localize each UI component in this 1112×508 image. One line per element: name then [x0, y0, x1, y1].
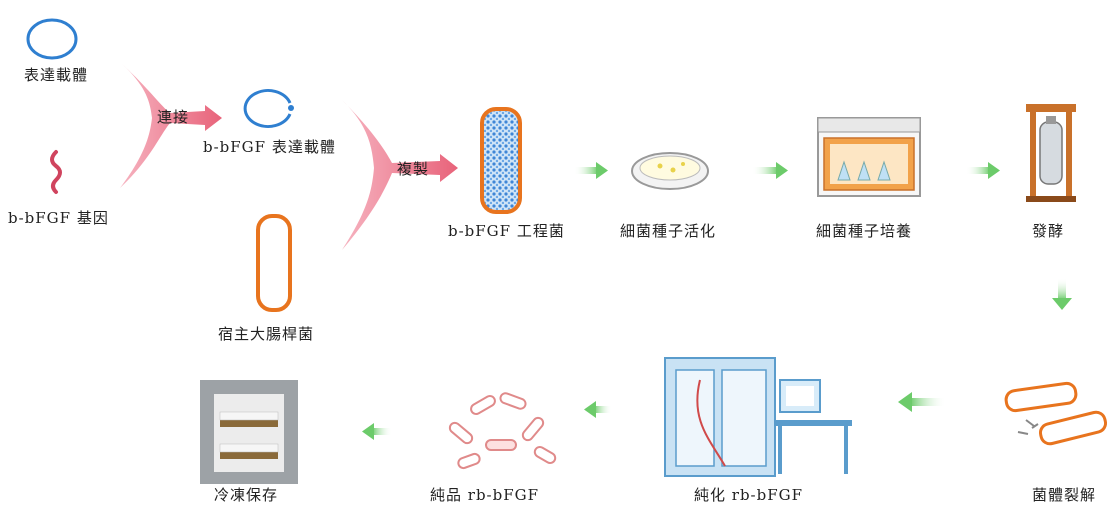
- engineered-strain-bacterium: [480, 107, 522, 214]
- freezer-icon: [200, 380, 298, 484]
- host-label: 宿主大腸桿菌: [218, 325, 315, 343]
- lysis-label: 菌體裂解: [1032, 486, 1097, 504]
- flow-arrow: [584, 401, 612, 418]
- flow-arrow: [362, 423, 392, 440]
- pure-product-molecules-icon: [448, 392, 557, 470]
- cryostorage-label: 冷凍保存: [214, 486, 279, 504]
- incubator-icon: [817, 117, 921, 197]
- flow-arrow: [574, 162, 608, 179]
- engineered-strain-label: b-bFGF 工程菌: [448, 222, 565, 240]
- lysed-cells-icon: [1004, 381, 1108, 446]
- fermentation-label: 發酵: [1032, 222, 1065, 240]
- flow-arrow: [898, 392, 946, 412]
- expression-vector-label: 表達載體: [24, 66, 89, 84]
- pure-product-label: 純品 rb-bFGF: [430, 486, 540, 504]
- flow-arrow: [966, 162, 1000, 179]
- expression-vector-plasmid: [26, 18, 78, 60]
- fermenter-icon: [1026, 104, 1076, 202]
- ligation-merge-arrow: [120, 62, 222, 188]
- seed-activation-label: 細菌種子活化: [620, 222, 717, 240]
- purification-label: 純化 rb-bFGF: [694, 486, 804, 504]
- host-bacterium: [256, 214, 292, 312]
- recombinant-vector-plasmid: [243, 89, 292, 128]
- replication-merge-arrow: [342, 100, 458, 250]
- flow-arrow: [752, 162, 788, 179]
- gene-fragment-icon: [50, 150, 62, 194]
- ligation-label: 連接: [157, 108, 190, 126]
- flow-arrow: [1052, 278, 1072, 310]
- petri-dish-icon: [631, 152, 709, 190]
- seed-culture-label: 細菌種子培養: [816, 222, 913, 240]
- gene-label: b-bFGF 基因: [8, 209, 109, 227]
- recombinant-vector-label: b-bFGF 表達載體: [203, 138, 336, 156]
- purification-instrument-icon: [664, 357, 852, 477]
- replication-label: 複製: [397, 160, 430, 178]
